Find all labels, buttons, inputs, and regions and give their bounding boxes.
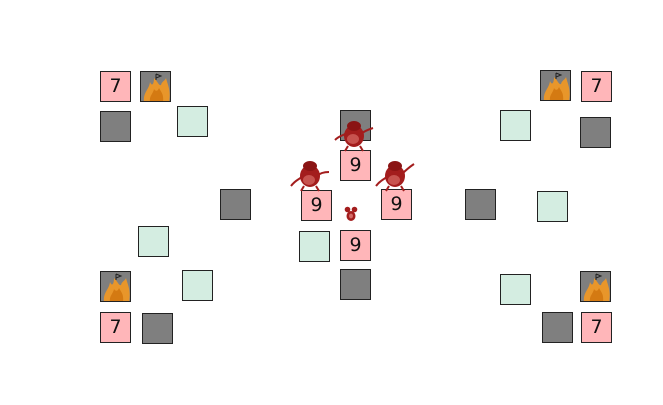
monster-icon [334,121,374,152]
tile-number: 7 [590,75,603,97]
player [342,205,360,223]
monster-icon [290,161,330,192]
flame-icon [103,273,130,301]
wall-tile [220,189,251,220]
wall-tile [542,312,573,343]
number-tile: 7 [581,71,612,102]
flame-icon [543,72,570,100]
monster [289,158,331,192]
wall-tile [142,313,173,344]
floor-marker-tile [500,110,531,141]
wall-tile [465,189,496,220]
floor-marker-tile [299,231,330,262]
number-tile: 9 [340,230,371,261]
number-tile: 9 [340,150,371,181]
floor-marker-tile [500,274,531,305]
number-tile: 7 [100,312,131,343]
tile-number: 9 [349,154,362,176]
floor-marker-tile [537,191,568,222]
number-tile: 9 [381,189,412,220]
number-tile: 7 [581,312,612,343]
floor-marker-tile [182,270,213,301]
monster-icon [375,161,415,192]
number-tile: 9 [301,190,332,221]
flame-icon [143,73,170,101]
tile-number: 9 [310,194,323,216]
wall-tile [100,111,131,142]
floor-marker-tile [138,226,169,257]
flame-tile [140,71,171,102]
tile-number: 7 [590,316,603,338]
tile-number: 9 [390,193,403,215]
monster [333,118,375,152]
tile-number: 9 [349,234,362,256]
flame-tile [540,70,571,101]
tile-number: 7 [109,316,122,338]
wall-tile [580,117,611,148]
flame-icon [583,273,610,301]
tile-number: 7 [109,75,122,97]
number-tile: 7 [100,71,131,102]
flame-tile [580,271,611,302]
flame-tile [100,271,131,302]
monster [374,158,416,192]
wall-tile [340,269,371,300]
floor-marker-tile [177,106,208,137]
player-icon [344,206,358,221]
